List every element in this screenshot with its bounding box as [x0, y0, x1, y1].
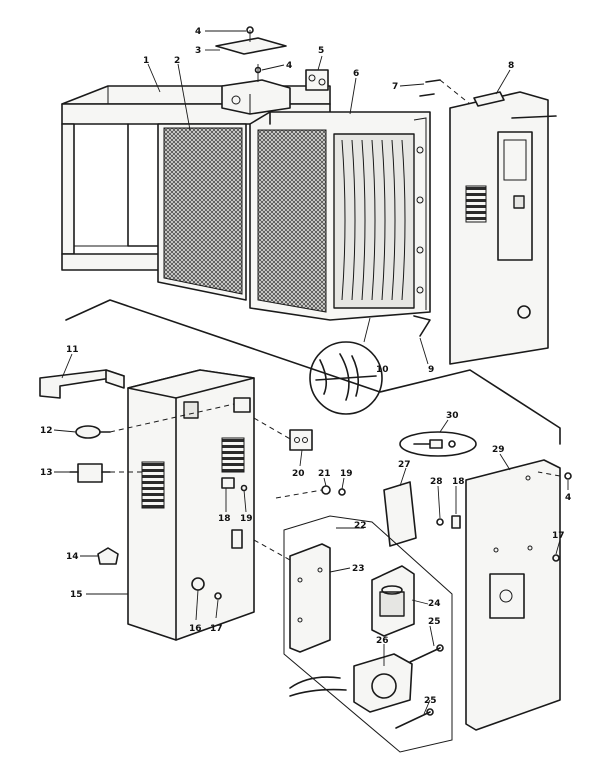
- callout-18: 18: [452, 477, 465, 487]
- callout-12: 12: [40, 426, 53, 436]
- callout-14: 14: [66, 552, 79, 562]
- bracket: [289, 543, 331, 653]
- high-voltage-subassembly-outline: [283, 515, 453, 753]
- callout-15: 15: [70, 590, 83, 600]
- mounting-screws: [419, 79, 471, 105]
- assembly-guide-lines: [109, 403, 323, 561]
- standoff-parts: [436, 515, 461, 529]
- callout-24: 24: [428, 599, 441, 609]
- long-screws: [395, 644, 444, 729]
- nut-and-washer: [321, 485, 346, 496]
- rocker-switch: [69, 463, 111, 483]
- retainer-clip: [305, 69, 329, 91]
- fuse-assembly: [399, 431, 477, 457]
- separator-line: [65, 299, 561, 445]
- pre-filter-screen: [157, 123, 247, 301]
- terminal-cover-plate: [215, 26, 287, 55]
- callout-4: 4: [195, 27, 201, 37]
- callout-9: 9: [428, 365, 434, 375]
- handle: [39, 369, 125, 399]
- mounting-plate: [465, 459, 561, 731]
- fan-motor: [289, 653, 413, 713]
- callout-17: 17: [552, 531, 565, 541]
- callout-19: 19: [240, 514, 253, 524]
- callout-29: 29: [492, 445, 505, 455]
- callout-5: 5: [318, 46, 324, 56]
- callout-20: 20: [292, 469, 305, 479]
- detail-magnifier: [309, 317, 383, 415]
- transformer: [371, 565, 415, 637]
- indicator-knob: [97, 547, 119, 565]
- callout-3: 3: [195, 46, 201, 56]
- callout-27: 27: [398, 460, 411, 470]
- callout-26: 26: [376, 636, 389, 646]
- callout-6: 6: [353, 69, 359, 79]
- callout-7: 7: [392, 82, 398, 92]
- callout-8: 8: [508, 61, 514, 71]
- callout-17: 17: [210, 624, 223, 634]
- callout-19: 19: [340, 469, 353, 479]
- power-door-panel: [449, 91, 557, 365]
- callout-1: 1: [143, 56, 149, 66]
- terminal-block: [289, 429, 313, 451]
- callout-4: 4: [286, 61, 292, 71]
- line-plug: [75, 425, 111, 439]
- callout-13: 13: [40, 468, 53, 478]
- callout-22: 22: [354, 521, 367, 531]
- callout-21: 21: [318, 469, 331, 479]
- callout-28: 28: [430, 477, 443, 487]
- power-supply-housing: [127, 369, 255, 641]
- callout-10: 10: [376, 365, 389, 375]
- callout-25: 25: [428, 617, 441, 627]
- circuit-board: [383, 481, 417, 547]
- callout-2: 2: [174, 56, 180, 66]
- callout-23: 23: [352, 564, 365, 574]
- plate-screws: [537, 471, 572, 562]
- collector-cell: [249, 111, 431, 337]
- callout-11: 11: [66, 345, 79, 355]
- callout-4: 4: [565, 493, 571, 503]
- callout-30: 30: [446, 411, 459, 421]
- callout-labels: 1 2 3 4 4 5 6 7 8 9 10 11 12 13 14 15 16…: [40, 27, 571, 706]
- leader-lines: [53, 30, 569, 715]
- callout-25: 25: [424, 696, 437, 706]
- callout-16: 16: [189, 624, 202, 634]
- junction-box: [221, 64, 291, 115]
- callout-18: 18: [218, 514, 231, 524]
